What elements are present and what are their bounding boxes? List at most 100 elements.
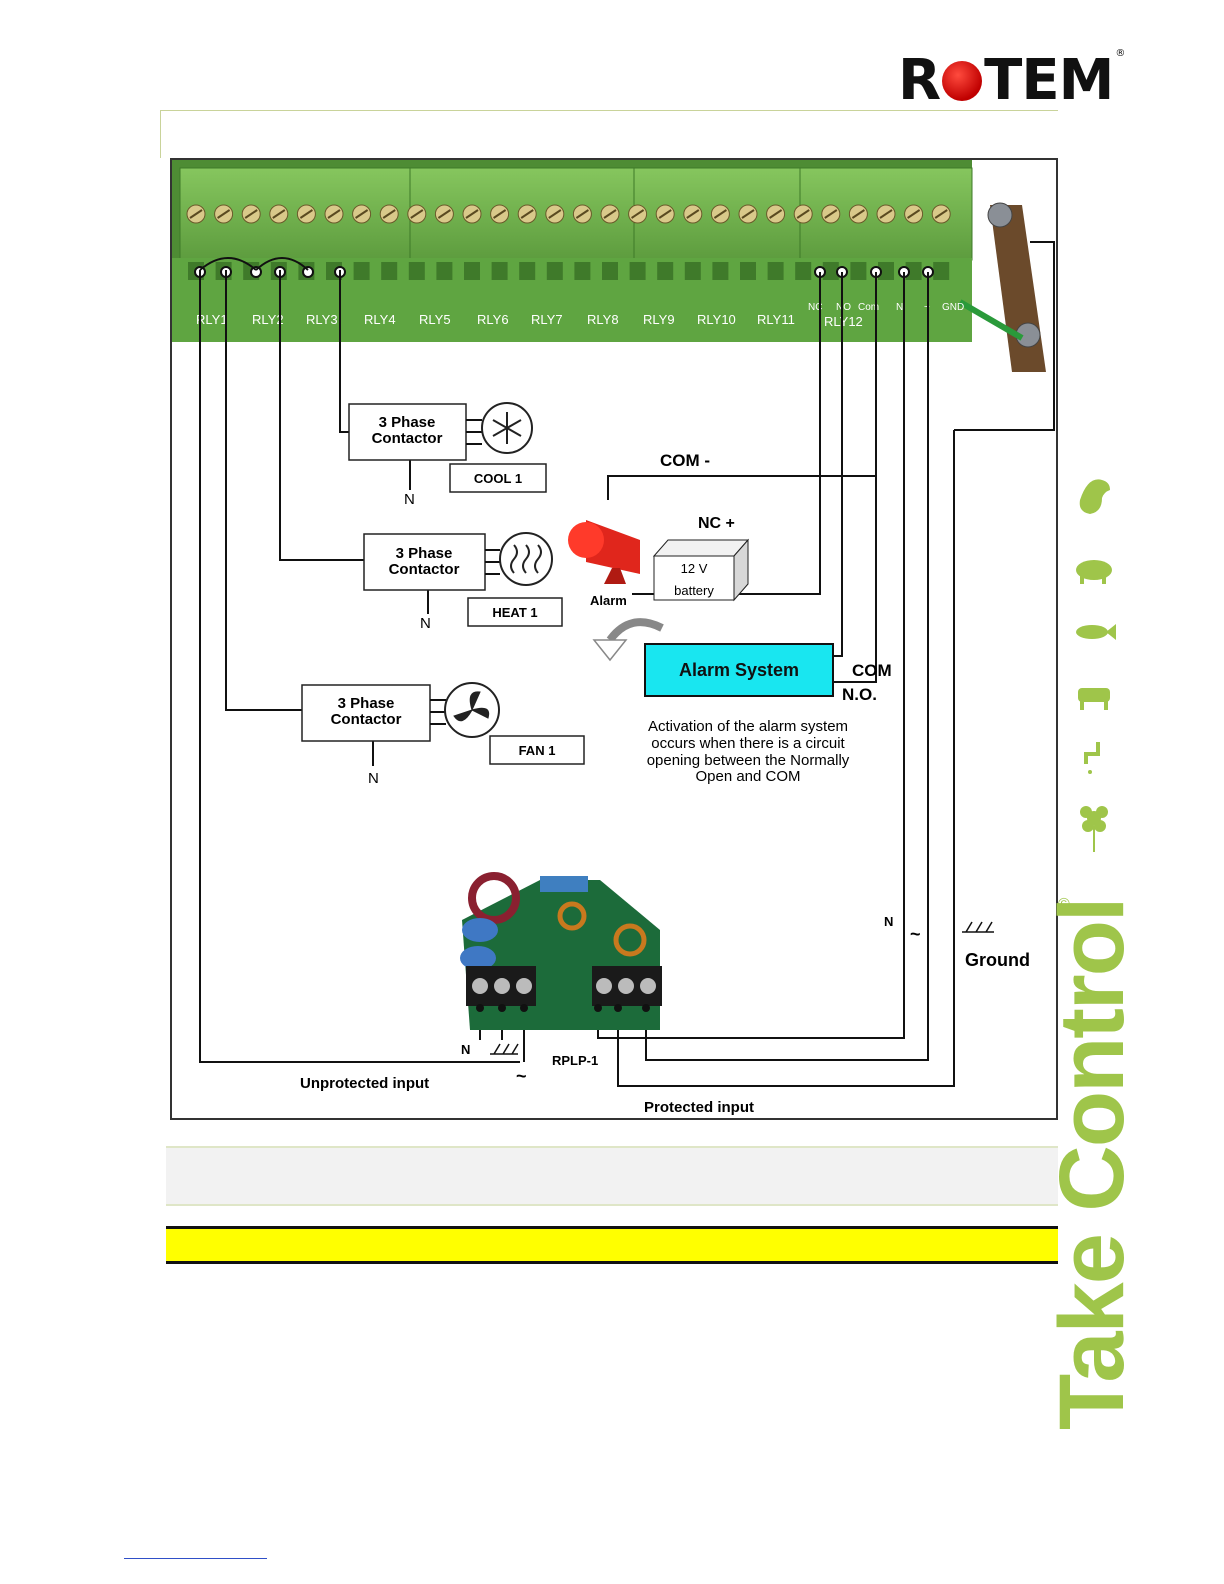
svg-text:12 V: 12 V	[681, 561, 708, 576]
terminal-slot	[905, 262, 922, 280]
svg-text:occurs when there is a circuit: occurs when there is a circuit	[651, 735, 845, 752]
svg-text:3 Phase: 3 Phase	[338, 695, 395, 712]
relay-label-10: RLY10	[697, 312, 736, 327]
copyright-mark: ©	[1058, 896, 1070, 913]
relay12-pin-nc: NC	[808, 302, 822, 313]
terminal-slot	[933, 262, 950, 280]
relay-labels: RLY1 RLY2 RLY3 RLY4 RLY5 RLY6 RLY7 RLY8 …	[196, 302, 964, 329]
label-com-minus: COM -	[660, 451, 710, 470]
label-heat: HEAT 1	[467, 597, 563, 627]
relay-label-11: RLY11	[757, 312, 795, 327]
power-pin-n: N	[896, 302, 903, 313]
label-ground: Ground	[965, 950, 1030, 970]
header-rule	[160, 110, 1058, 111]
ground-symbol-power	[962, 921, 994, 933]
cow-icon	[1078, 688, 1110, 710]
svg-text:Alarm System: Alarm System	[679, 660, 799, 680]
terminal-slot	[464, 262, 480, 280]
ground-symbol-rplp	[490, 1043, 519, 1055]
svg-text:HEAT 1: HEAT 1	[492, 605, 537, 620]
neutral-heat: N	[420, 615, 431, 632]
gray-band	[166, 1146, 1058, 1206]
relay12-pin-com: Com	[858, 302, 879, 313]
rplp-label: RPLP-1	[552, 1053, 598, 1068]
take-control-tagline: Take Control	[1041, 898, 1143, 1430]
relay-label-5: RLY5	[419, 312, 451, 327]
label-fan: FAN 1	[489, 735, 585, 765]
alarm-note: Activation of the alarm system occurs wh…	[647, 718, 850, 785]
label-cool: COOL 1	[449, 463, 547, 493]
relay-label-1: RLY1	[196, 312, 228, 327]
rplp-neutral: N	[461, 1042, 470, 1057]
faucet-icon	[1084, 742, 1100, 774]
relay-label-6: RLY6	[477, 312, 509, 327]
rotate-arrow-icon	[592, 618, 664, 662]
terminal-slot	[353, 262, 370, 280]
terminal-slot	[408, 262, 425, 280]
terminal-slot	[740, 262, 756, 280]
logo-red-dot	[942, 60, 983, 101]
flower-icon	[1080, 806, 1108, 852]
highlight-bar	[166, 1226, 1058, 1264]
terminal-slot	[850, 262, 867, 280]
terminal-slot	[546, 262, 563, 280]
neutral-fan: N	[368, 770, 379, 787]
svg-text:Activation of the alarm system: Activation of the alarm system	[648, 718, 848, 735]
terminal-slot	[795, 262, 812, 280]
rplp-tilde: ~	[516, 1066, 527, 1086]
side-icons	[1076, 479, 1116, 852]
terminal-slot	[684, 262, 701, 280]
ground-bus-bar	[958, 202, 1046, 372]
alarm-system-box: Alarm System	[644, 643, 834, 697]
contactor-heat: 3 Phase Contactor	[363, 532, 553, 591]
relay-label-12: RLY12	[824, 314, 863, 329]
label-unprotected-input: Unprotected input	[300, 1075, 429, 1092]
terminal-slot	[822, 262, 839, 280]
relay-label-9: RLY9	[643, 312, 675, 327]
power-pin-gnd: GND	[942, 302, 964, 313]
relay12-pin-no: NO	[836, 302, 851, 313]
label-alarm: Alarm	[590, 593, 627, 608]
fish-icon	[1076, 624, 1116, 640]
wire-terminal-dot	[302, 266, 314, 278]
label-com: COM	[852, 661, 892, 680]
power-neutral: N	[884, 914, 893, 929]
terminal-slot	[602, 262, 618, 280]
contactor-cool: 3 Phase Contactor	[348, 402, 533, 461]
terminal-board	[172, 160, 973, 342]
svg-text:opening between the Normally: opening between the Normally	[647, 752, 850, 769]
terminal-slot	[712, 262, 729, 280]
contactor-fan: 3 Phase Contactor	[301, 682, 500, 742]
svg-text:FAN 1: FAN 1	[519, 743, 556, 758]
neutral-cool: N	[404, 491, 415, 508]
terminal-slot	[878, 262, 894, 280]
relay-label-8: RLY8	[587, 312, 619, 327]
terminal-slot	[657, 262, 674, 280]
wire-terminal-dot	[250, 266, 262, 278]
svg-text:3 Phase: 3 Phase	[379, 414, 436, 431]
siren-icon	[568, 520, 640, 584]
svg-text:Contactor: Contactor	[389, 561, 460, 578]
label-protected-input: Protected input	[644, 1099, 754, 1116]
svg-text:3 Phase: 3 Phase	[396, 545, 453, 562]
svg-text:Contactor: Contactor	[372, 430, 443, 447]
power-tilde: ~	[910, 924, 921, 944]
terminal-slot	[767, 262, 784, 280]
terminal-slot	[491, 262, 508, 280]
svg-text:COOL 1: COOL 1	[474, 471, 522, 486]
pig-icon	[1076, 560, 1112, 584]
svg-text:Open and COM: Open and COM	[695, 768, 800, 785]
terminal-slot	[574, 262, 591, 280]
relay-label-4: RLY4	[364, 312, 396, 327]
relay-label-7: RLY7	[531, 312, 563, 327]
footer-rule	[124, 1558, 267, 1559]
relay-label-3: RLY3	[306, 312, 338, 327]
label-no: N.O.	[842, 685, 877, 704]
wiring-diagram-frame	[170, 158, 1058, 1120]
terminal-slot	[519, 262, 536, 280]
chicken-icon	[1079, 479, 1110, 514]
terminal-slot	[381, 262, 398, 280]
header-rule-vertical	[160, 110, 161, 158]
